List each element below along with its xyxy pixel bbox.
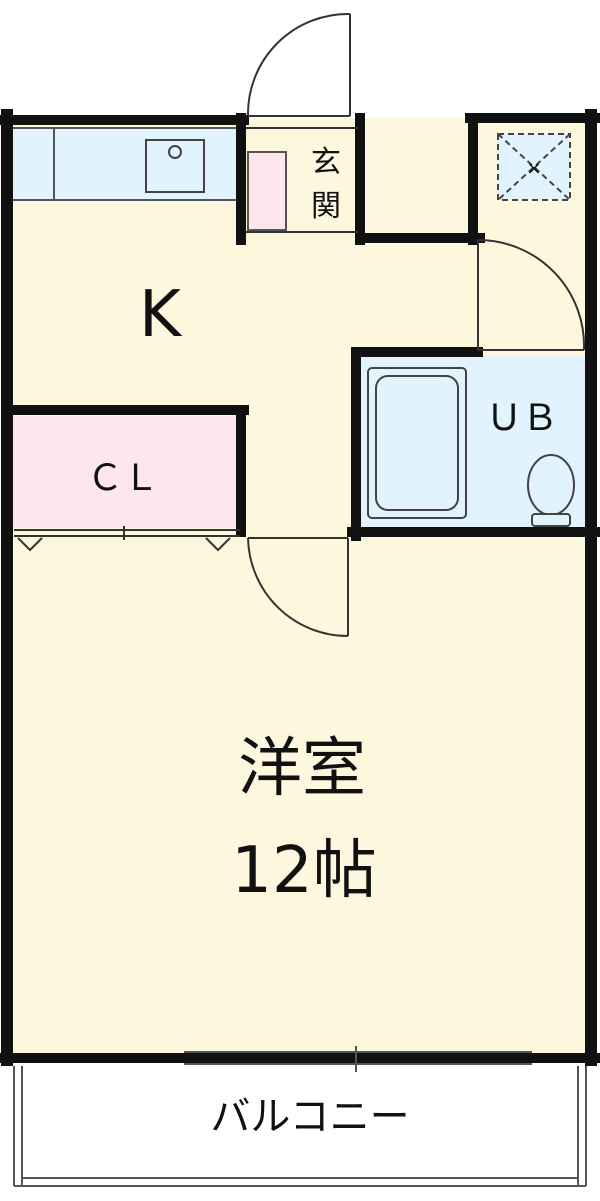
fixtures (13, 12, 587, 1187)
label-ventilation-mark: × (526, 158, 541, 179)
walls (0, 109, 600, 1066)
label-entrance-1: 玄 (311, 145, 341, 180)
floors (10, 118, 585, 1054)
label-western-room: 洋室 (238, 732, 366, 806)
label-balcony: バルコニー (210, 1094, 409, 1140)
floor-closet (12, 416, 243, 528)
label-bath: ＵＢ (486, 398, 558, 439)
label-kitchen: K (139, 278, 183, 352)
label-entrance-2: 関 (311, 189, 341, 224)
shoe-box (247, 151, 287, 231)
label-western-room-size: 12帖 (231, 834, 376, 908)
label-closet: ＣＬ (87, 458, 159, 499)
